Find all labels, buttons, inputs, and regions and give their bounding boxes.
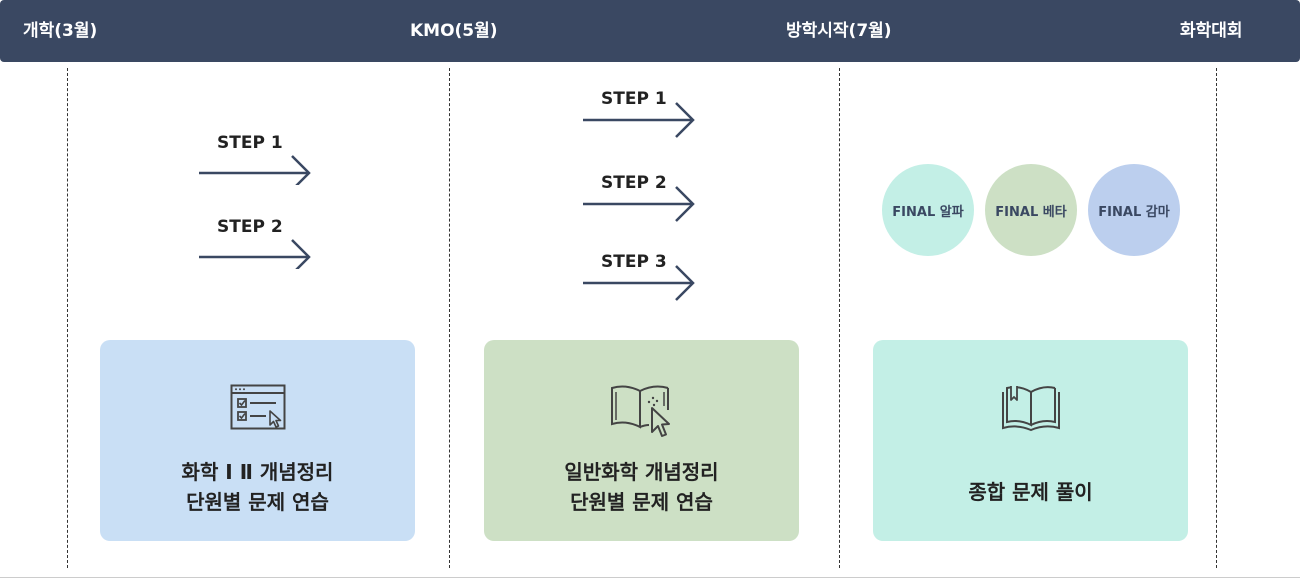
phase1-card-subtitle: 단원별 문제 연습	[186, 490, 329, 514]
open-book-cursor-icon	[610, 385, 670, 437]
right-arrow-icon	[583, 102, 695, 138]
phase1-card-title: 화학 Ⅰ Ⅱ 개념정리	[181, 460, 334, 484]
milestone-kmo: KMO(5월)	[410, 21, 498, 41]
phase2-step-1: STEP 1	[583, 89, 703, 139]
right-arrow-icon	[583, 265, 695, 301]
final-beta-badge: FINAL 베타	[985, 164, 1077, 256]
bookmarked-book-icon	[1001, 386, 1060, 432]
phase2-step-3: STEP 3	[583, 252, 703, 302]
bottom-divider	[0, 577, 1300, 578]
right-arrow-icon	[199, 239, 311, 269]
timeline-divider	[839, 68, 840, 568]
phase2-card: 일반화학 개념정리 단원별 문제 연습	[484, 340, 799, 541]
final-alpha-badge: FINAL 알파	[882, 164, 974, 256]
phase1-step-2: STEP 2	[199, 217, 319, 269]
step-label: STEP 1	[217, 133, 283, 153]
right-arrow-icon	[583, 186, 695, 222]
checklist-window-icon	[230, 384, 285, 430]
timeline-divider	[1216, 68, 1217, 568]
right-arrow-icon	[199, 155, 311, 185]
timeline-divider	[67, 68, 68, 568]
phase3-card-title: 종합 문제 풀이	[968, 480, 1093, 504]
step-label: STEP 1	[601, 89, 667, 109]
milestone-vacation-start: 방학시작(7월)	[786, 21, 892, 41]
step-label: STEP 2	[217, 217, 283, 237]
timeline-divider	[449, 68, 450, 568]
milestone-chemistry-contest: 화학대회	[1180, 21, 1243, 41]
step-label: STEP 2	[601, 173, 667, 193]
timeline-header: 개학(3월) KMO(5월) 방학시작(7월) 화학대회	[0, 0, 1300, 62]
final-gamma-badge: FINAL 감마	[1088, 164, 1180, 256]
phase2-card-subtitle: 단원별 문제 연습	[570, 490, 713, 514]
phase1-step-1: STEP 1	[199, 133, 319, 185]
phase2-card-title: 일반화학 개념정리	[564, 460, 719, 484]
step-label: STEP 3	[601, 252, 667, 272]
phase2-step-2: STEP 2	[583, 173, 703, 223]
phase1-card: 화학 Ⅰ Ⅱ 개념정리 단원별 문제 연습	[100, 340, 415, 541]
milestone-school-start: 개학(3월)	[23, 21, 98, 41]
phase3-card: 종합 문제 풀이	[873, 340, 1188, 541]
